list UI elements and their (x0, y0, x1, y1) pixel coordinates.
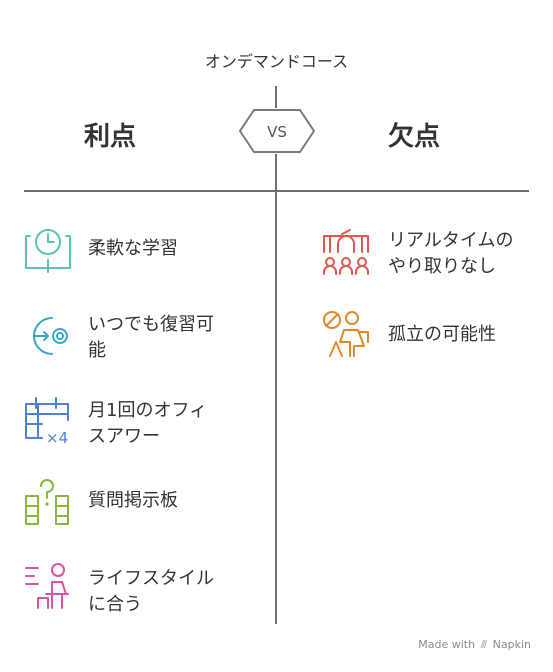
diagram-title: オンデマンドコース (204, 52, 349, 71)
pros-item-label: 能 (88, 340, 106, 361)
cons-item-label: 孤立の可能性 (388, 324, 496, 345)
vertical-divider-top (275, 86, 277, 108)
pros-item-label: 質問掲示板 (88, 490, 178, 511)
made-with-text: Made with (418, 638, 476, 651)
person-desk-icon (25, 563, 69, 609)
pros-item-label: 月1回のオフィ (88, 400, 208, 421)
calendar-x4-icon: ×4 (25, 397, 69, 446)
pros-item-label: ライフスタイル (88, 568, 214, 589)
isolated-person-icon (323, 311, 369, 357)
cons-item-label: やり取りなし (388, 256, 496, 277)
napkin-brand-text: Napkin (492, 638, 531, 651)
svg-text:×4: ×4 (46, 429, 68, 446)
pros-heading: 利点 (84, 122, 137, 152)
cons-heading: 欠点 (388, 122, 441, 152)
replay-target-icon (33, 317, 68, 355)
no-live-class-icon (323, 229, 369, 275)
horizontal-divider (24, 190, 529, 192)
pros-item-label: に合う (88, 594, 142, 615)
pros-item-label: 柔軟な学習 (88, 238, 178, 259)
made-with-napkin: Made with ⫻ Napkin (418, 638, 531, 652)
napkin-logo-icon: ⫻ (480, 638, 488, 651)
vertical-divider-bottom (275, 154, 277, 624)
pros-item-label: いつでも復習可 (88, 314, 214, 335)
vs-badge: VS (239, 109, 315, 153)
question-board-icon (25, 479, 69, 525)
vs-label: VS (267, 123, 287, 141)
cons-item-label: リアルタイムの (388, 230, 514, 251)
clock-book-icon (25, 229, 71, 273)
pros-item-label: スアワー (88, 426, 160, 447)
